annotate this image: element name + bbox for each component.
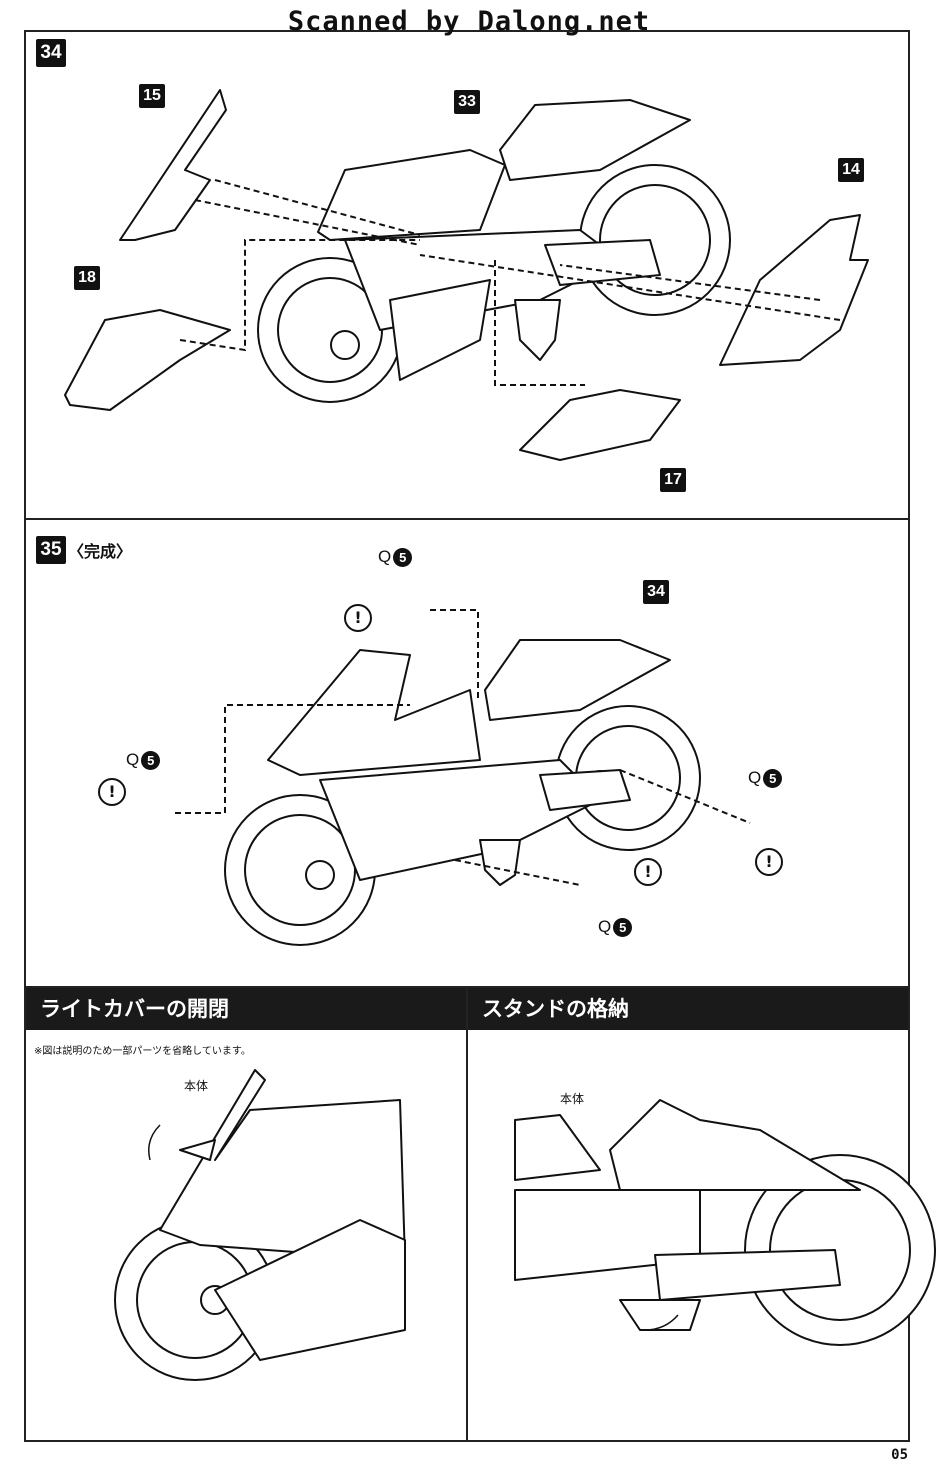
body-label-left: 本体 xyxy=(184,1079,209,1093)
part-18-label: 18 xyxy=(74,266,100,290)
stand-banner: スタンドの格納 xyxy=(468,988,908,1030)
step-35-title: 〈完成〉 xyxy=(68,542,133,561)
scan-watermark: Scanned by Dalong.net xyxy=(287,6,651,37)
body-label-right: 本体 xyxy=(560,1092,585,1106)
q-number: 5 xyxy=(393,547,413,567)
warning-icon: ! xyxy=(98,778,126,806)
part-15-label: 15 xyxy=(139,84,165,108)
warning-icon: ! xyxy=(755,848,783,876)
light-cover-banner: ライトカバーの開閉 xyxy=(26,988,466,1030)
page-number: 05 xyxy=(891,1447,908,1463)
illustration-note: ※図は説明のため一部パーツを省略しています。 xyxy=(34,1046,251,1057)
part-33-label: 33 xyxy=(454,90,480,114)
part-14-label: 14 xyxy=(838,158,864,182)
section-divider-3 xyxy=(466,986,468,1442)
section-divider-1 xyxy=(24,518,910,520)
part-34-label: 34 xyxy=(643,580,669,604)
q-letter: Q xyxy=(748,768,762,787)
q-number: 5 xyxy=(141,750,161,770)
q-number: 5 xyxy=(763,768,783,788)
warning-icon: ! xyxy=(634,858,662,886)
step-35-number: 35 xyxy=(36,536,66,564)
part-17-label: 17 xyxy=(660,468,686,492)
q-letter: Q xyxy=(598,917,612,936)
step-34-number: 34 xyxy=(36,39,66,67)
q-letter: Q xyxy=(126,750,140,769)
q-letter: Q xyxy=(378,547,392,566)
warning-icon: ! xyxy=(344,604,372,632)
q-number: 5 xyxy=(613,917,633,937)
